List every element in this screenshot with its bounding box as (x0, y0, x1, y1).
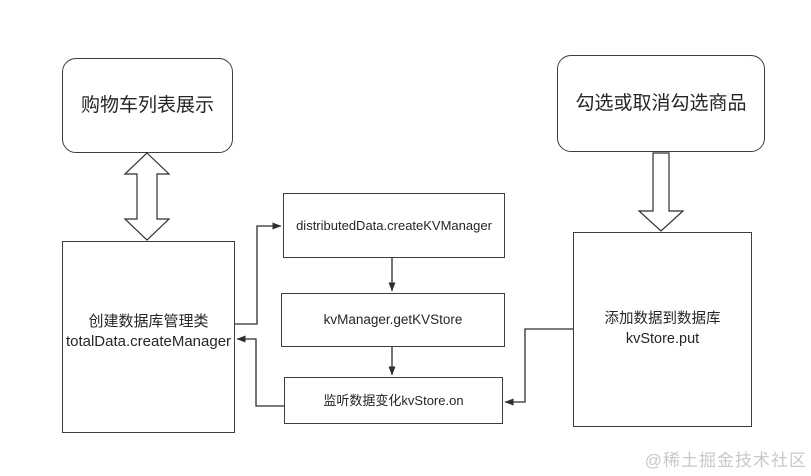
connector-kv-store-on-to-create-manager (236, 335, 284, 407)
node-get-kv-store: kvManager.getKVStore (281, 293, 505, 347)
node-create-manager: 创建数据库管理类 totalData.createManager (62, 241, 235, 433)
node-get-kv-store-label: kvManager.getKVStore (323, 312, 463, 328)
node-kv-store-put-label-code: kvStore.put (625, 330, 700, 347)
node-check-product-label: 勾选或取消勾选商品 (575, 92, 747, 114)
connector-kv-store-put-to-kv-store-on (504, 328, 573, 406)
node-create-manager-label-zh: 创建数据库管理类 (88, 313, 209, 331)
node-kv-store-on-label: 监听数据变化kvStore.on (323, 392, 464, 408)
node-create-kv-manager: distributedData.createKVManager (283, 193, 505, 258)
node-cart-display-label: 购物车列表展示 (80, 94, 214, 116)
node-kv-store-put-label-zh: 添加数据到数据库 (604, 311, 721, 328)
node-cart-display: 购物车列表展示 (62, 58, 233, 153)
connector-create-manager-to-create-kv-manager (235, 222, 282, 325)
node-check-product: 勾选或取消勾选商品 (557, 55, 765, 152)
double-arrow-cart-display-create-manager (123, 152, 171, 241)
node-create-manager-label-code: totalData.createManager (65, 333, 232, 350)
node-kv-store-on: 监听数据变化kvStore.on (284, 377, 503, 424)
down-arrow-check-product-to-kv-store-put (637, 152, 685, 232)
node-kv-store-put: 添加数据到数据库 kvStore.put (573, 232, 752, 427)
watermark-text: @稀土掘金技术社区 (644, 451, 807, 470)
node-create-kv-manager-label: distributedData.createKVManager (296, 217, 492, 233)
